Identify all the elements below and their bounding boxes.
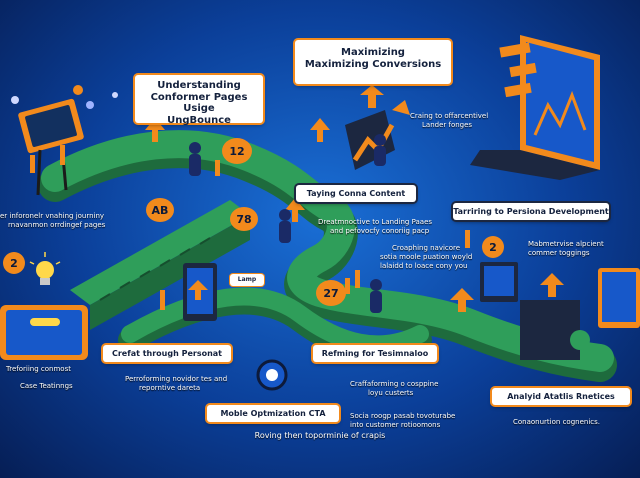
lamp-sign: Lamp xyxy=(230,274,264,286)
caption-top-right: Craing to offarcentivel Lander fonges xyxy=(410,112,488,130)
heading-box: Maximizing Maximizing Conversions xyxy=(295,40,451,84)
badge-ab: AB xyxy=(146,198,174,222)
analytics-box: Analyid Atatlis Rnetices xyxy=(492,388,630,405)
persona-development-box: Tarriring to Persiona Development xyxy=(453,203,609,220)
caption-left: er inforonelr vnahing journiny rnavanmon… xyxy=(0,212,105,230)
arrow-icons xyxy=(145,85,564,312)
path-top xyxy=(41,130,614,372)
caption-line: Socia roogp pasab tovoturabe xyxy=(350,412,456,420)
mobile-target-icon xyxy=(256,359,288,391)
caption-line: Craffaforming o cosppine xyxy=(350,380,439,388)
caption-line: reporntive dareta xyxy=(139,383,201,392)
caption-line: Mabmetrvise alpcient xyxy=(528,240,604,248)
caption-line: Treforiing conmost xyxy=(6,365,71,373)
badge-12: 12 xyxy=(222,138,252,164)
caption-line: er inforonelr vnahing journiny xyxy=(0,212,105,220)
understanding-line1: Understanding xyxy=(157,80,241,91)
caption-consumer: Conaonurtion cognenics. xyxy=(513,418,600,426)
staircase xyxy=(70,200,250,330)
caption-line: rnavanmon orrdingef pages xyxy=(8,220,106,229)
caption-right: Mabmetrvise alpcient commer toggings xyxy=(528,240,604,258)
caption-crafting: Craffaforming o cosppine loyu custerts xyxy=(350,380,438,398)
understanding-line2: Conformer Pages Usige xyxy=(150,91,248,115)
caption-line: commer toggings xyxy=(528,248,590,257)
caption-line: into customer rotioomons xyxy=(350,420,441,429)
understanding-line3: UngBounce xyxy=(167,114,231,126)
caption-line: Case Teatinngs xyxy=(20,381,73,390)
caption-social: Socia roogp pasab tovoturabe into custom… xyxy=(350,412,455,430)
mobile-cta-box: Moble Optmization CTA xyxy=(207,405,339,422)
badge-2-left: 2 xyxy=(3,252,25,274)
caption-line: Perroforming novidor tes and xyxy=(125,375,228,383)
caption-line: Lander fonges xyxy=(422,120,473,129)
caption-line: Dreatmnoctive to Landing Paaes xyxy=(318,218,433,226)
caption-performing: Perroforming novidor tes and reporntive … xyxy=(125,375,227,393)
caption-mid: Croaphing navicore sotia moole puation w… xyxy=(380,244,472,270)
badge-2-right: 2 xyxy=(482,236,504,258)
caption-center: Dreatmnoctive to Landing Paaes and pefov… xyxy=(318,218,432,236)
lightbulb-icon xyxy=(29,252,61,285)
caption-line: Craing to offarcentivel xyxy=(410,112,489,120)
center-laptop-icon xyxy=(345,110,395,170)
craft-personat-box: Crefat through Personat xyxy=(103,345,231,362)
caption-line: and pefovocfy conoriig pacp xyxy=(330,226,430,235)
caption-line: loyu custerts xyxy=(368,388,414,397)
heading-line2: Maximizing Conversions xyxy=(304,58,442,70)
refining-box: Refming for Tesimnaloo xyxy=(313,345,437,362)
understanding-box: Understanding Conformer Pages Usige UngB… xyxy=(135,75,263,126)
pillar-icons xyxy=(30,145,470,310)
tailoring-content-box: Taying Conna Content xyxy=(296,185,416,202)
laptop-icon xyxy=(470,35,600,180)
tablet-icon xyxy=(0,305,88,360)
decor-dots xyxy=(11,85,118,109)
bottom-tagline: Roving then toporminie of crapis xyxy=(254,431,386,440)
heading-line1: Maximizing xyxy=(341,47,405,58)
person-icons xyxy=(189,134,386,313)
caption-line: Croaphing navicore xyxy=(392,244,461,252)
badge-78: 78 xyxy=(230,207,258,231)
monitor-icon xyxy=(480,262,640,360)
caption-bottom-left: Treforiing conmost Case Teatinngs xyxy=(6,365,73,391)
caption-line: lalaidd to loace cony you xyxy=(380,261,468,270)
caption-line: sotia moole puation woyld xyxy=(380,252,473,261)
badge-27: 27 xyxy=(316,280,346,306)
